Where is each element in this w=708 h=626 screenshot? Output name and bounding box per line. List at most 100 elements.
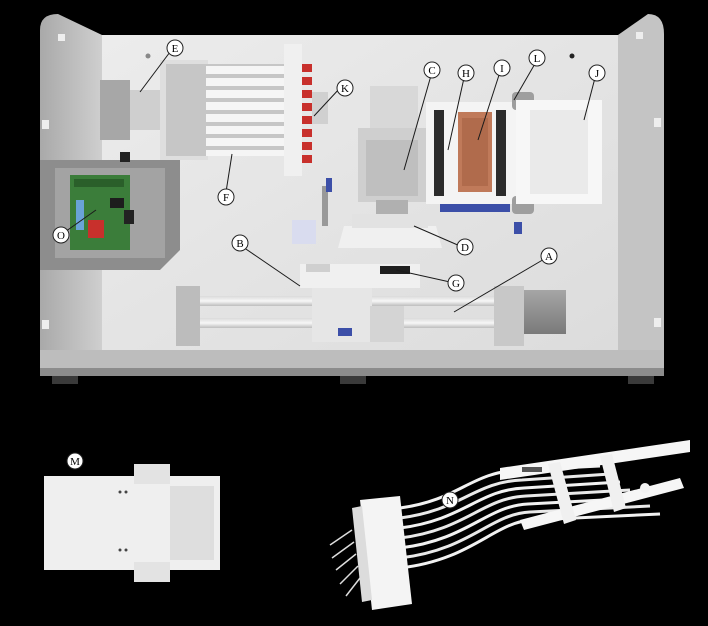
tray-hole [118, 548, 122, 552]
syringe [206, 90, 302, 98]
connector-strip [440, 204, 510, 212]
callout-H: H [457, 64, 475, 82]
leader-I [477, 71, 501, 141]
rail-end-right [494, 286, 524, 346]
callout-labels: E K C H I L J F [52, 39, 606, 509]
syringe [206, 114, 302, 122]
carriage-block [370, 306, 404, 342]
sensor-G [380, 266, 410, 274]
callout-F: F [217, 188, 235, 206]
leader-K [313, 87, 341, 117]
copper-inner [462, 118, 488, 186]
tray-M [44, 464, 220, 582]
callout-G: G [447, 274, 465, 292]
leader-J [583, 73, 597, 121]
floor-front [40, 368, 664, 376]
wall-bracket [42, 320, 49, 329]
red-fitting [302, 77, 312, 85]
callout-C: C [423, 61, 441, 79]
red-fitting [302, 90, 312, 98]
svg-text:A: A [545, 251, 553, 263]
svg-text:M: M [70, 456, 80, 468]
tray-hole [118, 490, 122, 494]
pin [339, 565, 359, 585]
red-fitting [302, 142, 312, 150]
syringe [206, 138, 302, 146]
leader-G [395, 269, 451, 283]
right-wall [618, 14, 664, 368]
tray-hole [124, 490, 128, 494]
probe-tip-blue [326, 178, 332, 192]
callout-D: D [456, 238, 474, 256]
connector-blue [514, 222, 522, 234]
manifold-bar [284, 44, 302, 176]
leader-E [139, 51, 171, 93]
clip [306, 264, 330, 272]
leader-C [403, 71, 433, 171]
pcb-chip [110, 198, 124, 208]
tray-handle-bottom [134, 562, 170, 582]
cable-clip [120, 152, 130, 162]
wall-bracket [654, 318, 661, 327]
floor-plate [40, 350, 664, 368]
stepper-motor [524, 290, 566, 334]
cable-tie [338, 328, 352, 336]
red-fitting [302, 103, 312, 111]
harness-frame-top [500, 440, 690, 480]
svg-text:D: D [461, 242, 469, 254]
svg-text:G: G [452, 278, 460, 290]
leader-D [413, 225, 461, 247]
screw [569, 53, 575, 59]
tube-harness-N [329, 440, 690, 610]
red-fitting [302, 129, 312, 137]
svg-text:E: E [172, 43, 179, 55]
pcb-relay [88, 220, 104, 238]
svg-text:L: L [534, 53, 541, 65]
lid-inset [530, 110, 588, 194]
rail-end-left [176, 286, 200, 346]
syringe [206, 102, 302, 110]
red-fitting [302, 64, 312, 72]
pin [329, 529, 353, 546]
heater-stage [426, 92, 602, 234]
wall-bracket [58, 34, 65, 41]
tray-recess [170, 486, 214, 560]
callout-A: A [540, 247, 558, 265]
tray-hole [124, 548, 128, 552]
leader-lines [61, 51, 597, 313]
callout-M: M [66, 452, 84, 470]
syringe [206, 78, 302, 86]
pcb-plug [124, 210, 134, 224]
leader-H [447, 77, 465, 151]
foot-right [628, 376, 654, 384]
z-axis-column [358, 86, 426, 216]
foot-left [52, 376, 78, 384]
foot-mid [340, 376, 366, 384]
leader-B [239, 244, 301, 287]
connector-head [360, 496, 412, 610]
svg-text:H: H [462, 68, 470, 80]
vial-cube [292, 220, 316, 244]
svg-text:K: K [341, 83, 349, 95]
wall-bracket [654, 118, 661, 127]
gripper-head [292, 178, 442, 248]
pin [331, 541, 355, 559]
pcb-terminal [76, 200, 84, 230]
harness-crossbar [548, 462, 576, 524]
clamp-bar-right [496, 110, 506, 196]
syringe [206, 150, 302, 156]
callout-K: K [336, 79, 354, 97]
leader-F [225, 153, 233, 193]
syringe [206, 126, 302, 134]
screw [145, 53, 151, 59]
callout-I: I [493, 59, 511, 77]
tray-handle-top [134, 464, 170, 484]
probe-rod [322, 186, 328, 226]
harness-tab [640, 483, 650, 493]
callout-E: E [166, 39, 184, 57]
wall-bracket [636, 32, 643, 39]
svg-text:J: J [595, 68, 600, 80]
linear-stage [176, 264, 566, 346]
callout-L: L [528, 49, 546, 67]
